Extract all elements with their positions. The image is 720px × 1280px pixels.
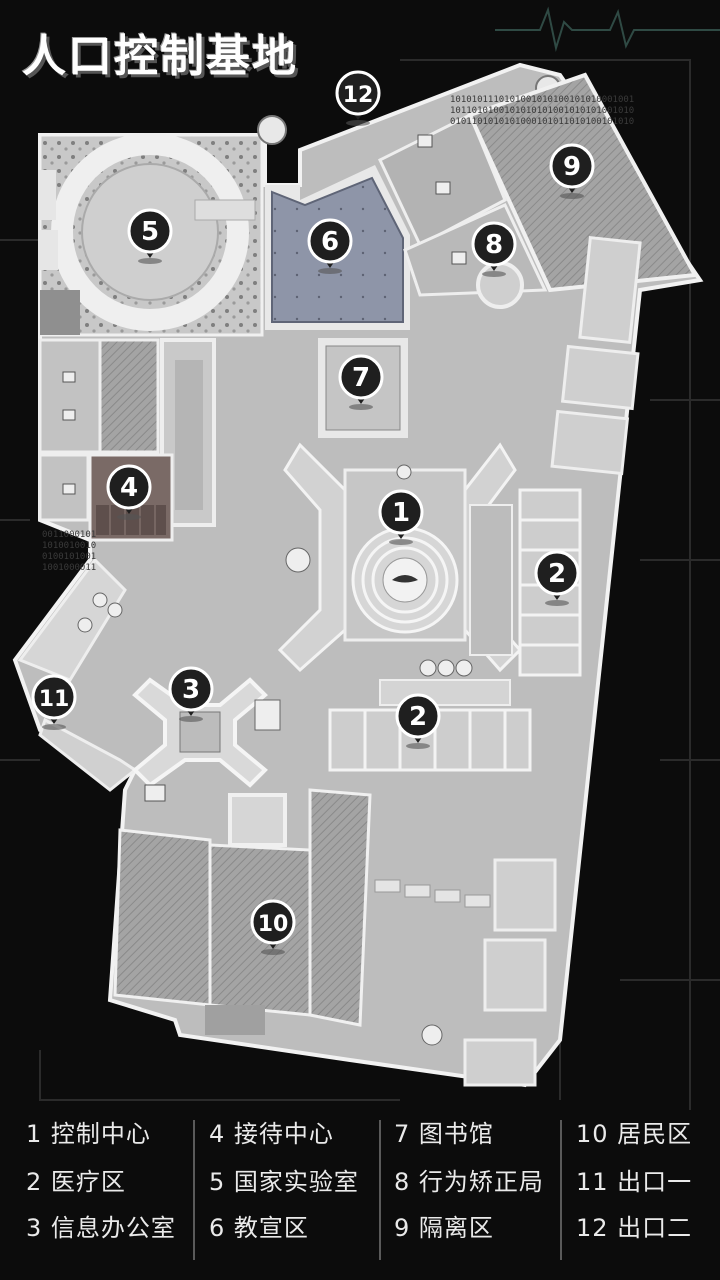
pin-shadow — [179, 716, 203, 722]
legend-item-behavior-correction: 8 行为矫正局 — [394, 1168, 544, 1196]
legend-item-national-lab: 5 国家实验室 — [209, 1168, 359, 1196]
legend-item-info-office: 3 信息办公室 — [26, 1214, 176, 1242]
pin-shadow — [406, 743, 430, 749]
page-title: 人口控制基地 — [22, 31, 298, 82]
pin-shadow — [389, 539, 413, 545]
zone-control-center — [277, 442, 523, 673]
pin-shadow — [349, 404, 373, 410]
pin-circle — [335, 70, 381, 116]
legend-item-library: 7 图书馆 — [394, 1120, 494, 1148]
pin-number: 9 — [563, 152, 581, 182]
location-pin-5[interactable]: 5 — [127, 208, 173, 264]
pin-shadow — [138, 258, 162, 264]
pin-number: 12 — [343, 83, 374, 108]
location-pin-1[interactable]: 1 — [378, 489, 424, 545]
pin-number: 10 — [258, 912, 289, 937]
location-pin-3[interactable]: 3 — [168, 666, 214, 722]
zone-residential — [113, 784, 372, 1035]
pin-number: 1 — [392, 498, 410, 528]
right-rooms — [421, 236, 642, 1087]
pin-shadow — [545, 600, 569, 606]
legend-item-residential: 10 居民区 — [576, 1120, 693, 1148]
location-pin-9[interactable]: 9 — [549, 143, 595, 199]
pin-number: 2 — [548, 559, 566, 589]
location-pin-4[interactable]: 4 — [106, 464, 152, 520]
zone-national-lab — [38, 133, 264, 337]
location-pin-10[interactable]: 10 — [250, 899, 296, 955]
pin-circle — [534, 550, 580, 596]
location-pin-2[interactable]: 2 — [534, 550, 580, 606]
pin-circle — [31, 674, 77, 720]
pin-circle — [378, 489, 424, 535]
legend-item-education: 6 教宣区 — [209, 1214, 309, 1242]
legend-item-reception: 4 接待中心 — [209, 1120, 334, 1148]
pin-number: 3 — [182, 675, 200, 705]
circuit-lines — [0, 59, 720, 1110]
pin-circle — [168, 666, 214, 712]
legend-item-control-center: 1 控制中心 — [26, 1120, 151, 1148]
map-legend: 1 控制中心 2 医疗区 3 信息办公室 4 接待中心 5 国家实验室 6 教宣… — [0, 1110, 720, 1260]
legend-divider — [560, 1120, 562, 1260]
pin-circle — [471, 221, 517, 267]
legend-item-medical: 2 医疗区 — [26, 1168, 126, 1196]
pin-number: 11 — [39, 687, 70, 712]
legend-item-exit-two: 12 出口二 — [576, 1214, 693, 1242]
location-pin-12[interactable]: 12 — [335, 70, 381, 126]
legend-item-isolation: 9 隔离区 — [394, 1214, 494, 1242]
pin-shadow — [261, 949, 285, 955]
pin-number: 7 — [352, 363, 370, 393]
zone-info-office — [132, 677, 281, 788]
pin-number: 5 — [141, 217, 159, 247]
pin-shadow — [318, 268, 342, 274]
pin-circle — [338, 354, 384, 400]
zone-lower-left — [17, 557, 138, 792]
binary-texture-right: 1010101110101001010100101010001001 10110… — [450, 95, 635, 127]
pin-circle — [549, 143, 595, 189]
location-pin-6[interactable]: 6 — [307, 218, 353, 274]
location-pin-11[interactable]: 11 — [31, 674, 77, 730]
pin-shadow — [117, 514, 141, 520]
pin-circle — [127, 208, 173, 254]
pin-shadow — [346, 120, 370, 126]
pin-circle — [307, 218, 353, 264]
pulse-line — [495, 6, 720, 52]
pin-shadow — [560, 193, 584, 199]
pin-circle — [250, 899, 296, 945]
pin-shadow — [42, 724, 66, 730]
location-pin-7[interactable]: 7 — [338, 354, 384, 410]
location-pin-2[interactable]: 2 — [395, 693, 441, 749]
pin-number: 8 — [485, 230, 503, 260]
binary-texture-left: 0011000101 1010010010 0100101001 1001000… — [42, 530, 97, 573]
pin-circle — [395, 693, 441, 739]
pin-number: 2 — [409, 702, 427, 732]
legend-divider — [193, 1120, 195, 1260]
left-rooms — [38, 338, 216, 527]
pin-shadow — [482, 271, 506, 277]
location-pin-8[interactable]: 8 — [471, 221, 517, 277]
walkways — [374, 879, 491, 908]
legend-item-exit-one: 11 出口一 — [576, 1168, 693, 1196]
pin-number: 6 — [321, 227, 339, 257]
legend-divider — [379, 1120, 381, 1260]
pin-number: 4 — [120, 473, 138, 503]
pin-circle — [106, 464, 152, 510]
